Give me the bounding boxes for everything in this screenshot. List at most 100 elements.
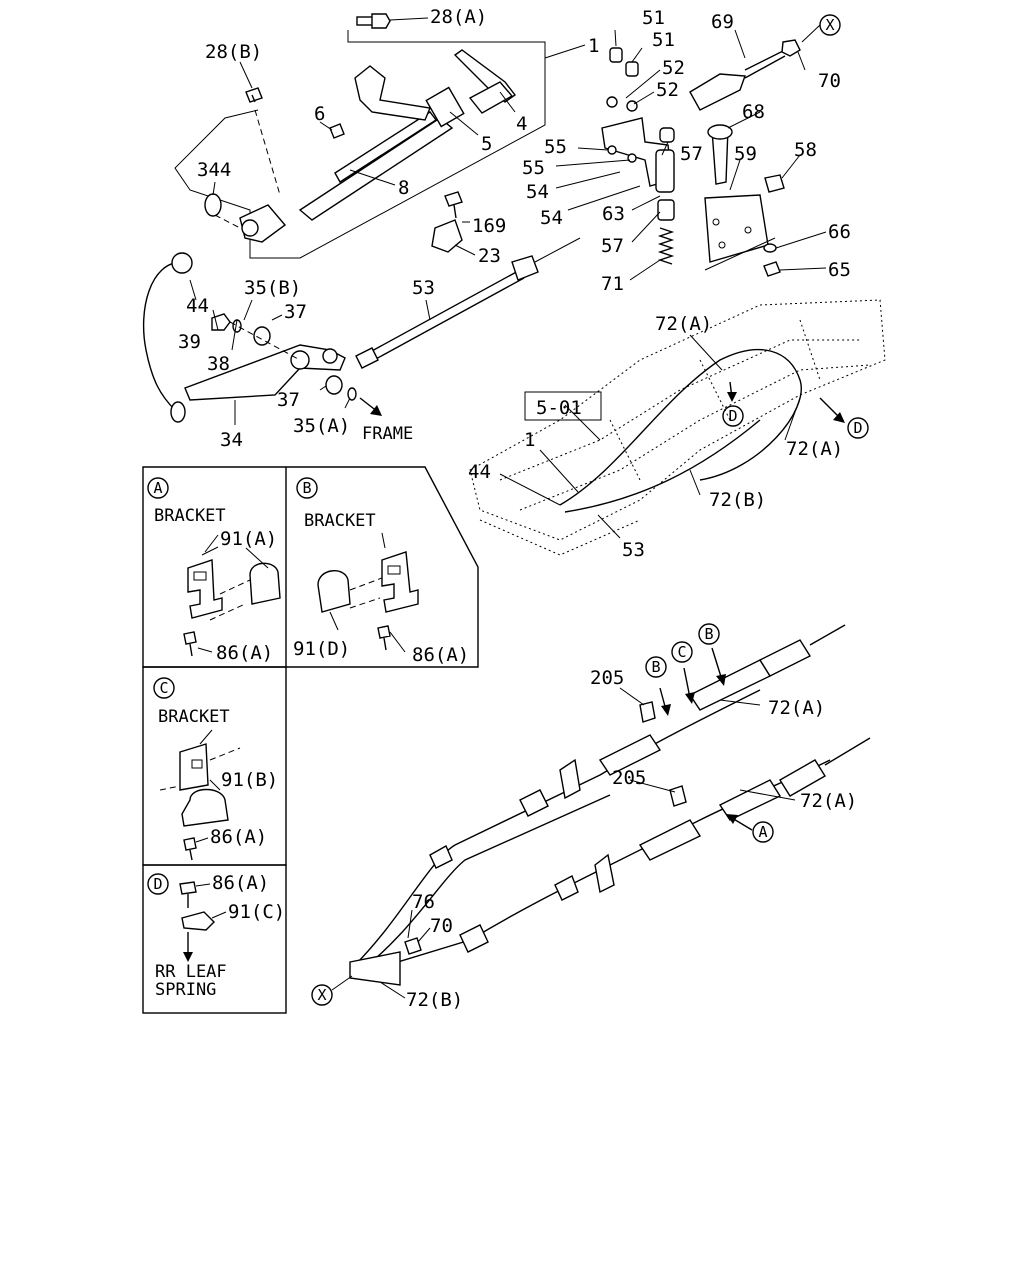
circle-mark-b-cable-2: B (698, 623, 720, 645)
callout-51-lower: 51 (652, 29, 675, 51)
cable-adjuster (601, 39, 801, 277)
svg-text:X: X (825, 16, 834, 34)
callout-63: 63 (602, 203, 625, 225)
cable-callout-72a-upper: 72(A) (768, 697, 825, 719)
callout-38: 38 (207, 353, 230, 375)
svg-text:X: X (317, 986, 326, 1004)
frame-callout-44: 44 (468, 461, 491, 483)
callout-66: 66 (828, 221, 851, 243)
svg-text:D: D (728, 407, 737, 425)
callout-28a: 28(A) (430, 6, 487, 28)
bushing-37-lower (325, 375, 343, 395)
callout-58: 58 (794, 139, 817, 161)
detail-b-clip-label: 91(D) (293, 638, 350, 660)
callout-52-upper: 52 (662, 57, 685, 79)
bushing-37-upper (253, 326, 271, 346)
clip-205-lower (669, 785, 687, 807)
callout-1: 1 (588, 35, 599, 57)
detail-b: B BRACKET (296, 477, 419, 651)
callout-65: 65 (828, 259, 851, 281)
svg-text:A: A (758, 823, 767, 841)
callout-57-upper: 57 (680, 143, 703, 165)
callout-6: 6 (314, 103, 325, 125)
circle-mark-d-frame-2: D (847, 417, 869, 439)
detail-c: C BRACKET (153, 677, 241, 861)
callout-34: 34 (220, 429, 243, 451)
detail-a-clip-label: 91(A) (220, 528, 277, 550)
callout-23: 23 (478, 245, 501, 267)
detail-d-letter: D (153, 875, 162, 893)
detail-c-title: BRACKET (158, 707, 230, 727)
detail-c-clip-label: 91(B) (221, 769, 278, 791)
callout-53: 53 (412, 277, 435, 299)
circle-mark-x-top: X (819, 14, 841, 36)
bolt-28a (356, 13, 391, 29)
svg-text:B: B (704, 625, 713, 643)
svg-text:C: C (677, 643, 686, 661)
callout-28b: 28(B) (205, 41, 262, 63)
frame-callout-53: 53 (622, 539, 645, 561)
detail-boxes-frame (142, 466, 479, 1014)
plate-59 (704, 194, 769, 263)
callout-frame: FRAME (362, 424, 413, 444)
svg-text:B: B (651, 658, 660, 676)
detail-c-letter: C (159, 679, 168, 697)
washer-344 (204, 193, 222, 217)
callout-55-upper: 55 (544, 136, 567, 158)
callout-35b: 35(B) (244, 277, 301, 299)
cable-53 (355, 237, 581, 369)
lever-assembly (174, 13, 586, 259)
bolt-28b (245, 87, 263, 103)
callout-68: 68 (742, 101, 765, 123)
circle-mark-a-cable: A (752, 821, 774, 843)
callout-39: 39 (178, 331, 201, 353)
callout-4: 4 (516, 113, 527, 135)
detail-b-title: BRACKET (304, 511, 376, 531)
frame-callout-72b: 72(B) (709, 489, 766, 511)
detail-b-bolt-label: 86(A) (412, 644, 469, 666)
detail-a-bolt-label: 86(A) (216, 642, 273, 664)
frame-arrow (359, 397, 382, 416)
cable-callout-72a-lower: 72(A) (800, 790, 857, 812)
callout-44: 44 (186, 295, 209, 317)
circle-mark-x-bottom: X (311, 975, 353, 1006)
callout-52-lower: 52 (656, 79, 679, 101)
callout-55-lower: 55 (522, 157, 545, 179)
callout-54-lower: 54 (540, 207, 563, 229)
detail-d: D RR LEAF SPRING (147, 873, 227, 1000)
reference-5-01: 5-01 (536, 397, 582, 419)
callout-71: 71 (601, 273, 624, 295)
nut-70 (781, 39, 801, 57)
frame-callout-72a-lower: 72(A) (786, 438, 843, 460)
frame-callout-72a-upper: 72(A) (655, 313, 712, 335)
cable-callout-205-upper: 205 (590, 667, 624, 689)
lever-rod (298, 117, 454, 221)
callout-69: 69 (711, 11, 734, 33)
detail-a: A BRACKET (147, 477, 281, 657)
callout-37-lower: 37 (277, 389, 300, 411)
cable-callout-205-lower: 205 (612, 767, 646, 789)
bracket-23 (431, 219, 463, 253)
clip-205-upper (639, 701, 656, 723)
circle-mark-d-frame-1: D (722, 405, 744, 427)
frame-callout-1: 1 (524, 429, 535, 451)
cable-callout-72b: 72(B) (406, 989, 463, 1011)
detail-a-letter: A (153, 479, 162, 497)
callout-35a: 35(A) (293, 415, 350, 437)
vehicle-frame-overview (469, 299, 886, 556)
detail-d-bolt-label: 86(A) (212, 872, 269, 894)
lever-bracket (354, 65, 431, 121)
callout-70-top: 70 (818, 70, 841, 92)
cable-callout-76: 76 (412, 891, 435, 913)
detail-a-title: BRACKET (154, 506, 226, 526)
circle-mark-b-cable-1: B (645, 656, 667, 678)
detail-d-clip-label: 91(C) (228, 901, 285, 923)
equalizer-34 (184, 313, 357, 401)
cable-44 (142, 261, 183, 411)
callout-5: 5 (481, 133, 492, 155)
callout-labels: 28(A) 28(B) 1 6 4 5 8 344 169 23 35(B) 4… (178, 6, 857, 1011)
detail-c-bolt-label: 86(A) (210, 826, 267, 848)
leader-lines (189, 17, 827, 999)
cable-callout-70: 70 (430, 915, 453, 937)
